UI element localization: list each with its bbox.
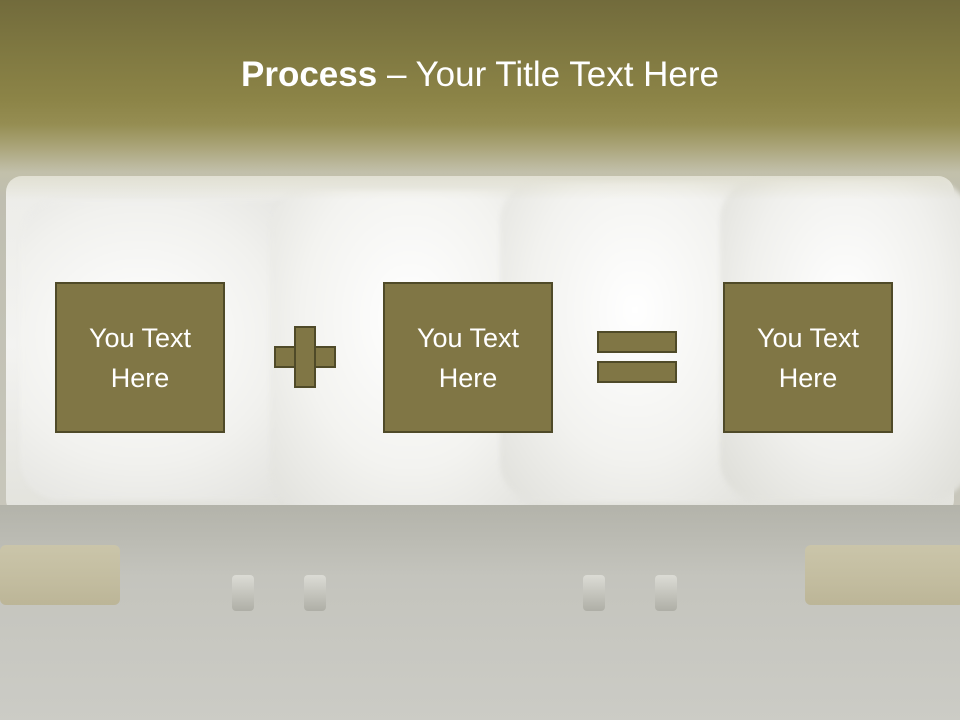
process-box-1[interactable]: You Text Here [55, 282, 225, 433]
title-rest: – Your Title Text Here [377, 55, 719, 94]
plus-icon [274, 326, 336, 388]
process-box-label: You Text Here [416, 322, 520, 393]
title-bold: Process [241, 55, 378, 94]
slide-title: Process – Your Title Text Here [0, 52, 960, 98]
process-box-2[interactable]: You Text Here [383, 282, 553, 433]
process-box-3[interactable]: You Text Here [723, 282, 893, 433]
briefcase-latch-left [0, 545, 120, 605]
briefcase-latch-right [805, 545, 960, 605]
process-box-label: You Text Here [756, 322, 860, 393]
process-box-label: You Text Here [88, 322, 192, 393]
title-band [0, 0, 960, 200]
equals-icon [597, 331, 677, 383]
